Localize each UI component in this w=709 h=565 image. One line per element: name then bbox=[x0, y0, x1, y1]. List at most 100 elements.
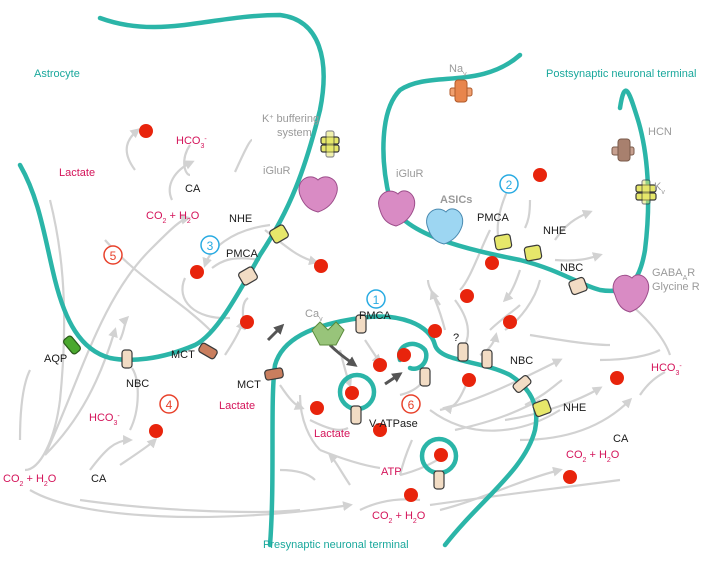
nbc-right-label: NBC bbox=[510, 355, 533, 367]
proton bbox=[373, 423, 387, 437]
proton bbox=[149, 424, 163, 438]
proton bbox=[462, 373, 476, 387]
vatpase-2 bbox=[419, 367, 431, 387]
pmca-pre-label: PMCA bbox=[359, 310, 391, 322]
ca-left-label: CA bbox=[91, 473, 107, 485]
mct-astro-label: MCT bbox=[171, 349, 195, 361]
pmca-post-transporter bbox=[493, 233, 513, 251]
iglur-astro-receptor bbox=[298, 176, 338, 213]
atp-label: ATP bbox=[381, 466, 402, 478]
proton bbox=[397, 348, 411, 362]
k-buffering-system-label: system bbox=[277, 127, 312, 139]
mct-astro-transporter bbox=[198, 342, 218, 360]
dark-arrows bbox=[266, 323, 403, 386]
proton bbox=[533, 168, 547, 182]
region-labels: Astrocyte Postsynaptic neuronal terminal… bbox=[34, 68, 696, 551]
proton bbox=[434, 448, 448, 462]
cav-label: Cav bbox=[305, 308, 323, 323]
asics-channel bbox=[426, 208, 464, 245]
vatpase-label: V-ATPase bbox=[369, 418, 418, 430]
number-2: 2 bbox=[506, 178, 513, 192]
proton bbox=[139, 124, 153, 138]
nhe-astro-transporter bbox=[269, 224, 289, 244]
hcn-label: HCN bbox=[648, 126, 672, 138]
co2-right-label: CO2 + H2O bbox=[566, 449, 620, 464]
postsynaptic-label: Postsynaptic neuronal terminal bbox=[546, 68, 696, 80]
proton bbox=[485, 256, 499, 270]
number-6: 6 bbox=[408, 398, 415, 412]
number-1: 1 bbox=[373, 293, 380, 307]
nbc-astro-transporter bbox=[121, 349, 133, 369]
number-5: 5 bbox=[110, 249, 117, 263]
proton bbox=[610, 371, 624, 385]
mct-pre-label: MCT bbox=[237, 379, 261, 391]
vatpase-3 bbox=[433, 470, 445, 490]
transporter-mid bbox=[481, 349, 493, 369]
k-buffering-channel bbox=[320, 130, 340, 158]
presynaptic-label: Presynaptic neuronal terminal bbox=[263, 539, 409, 551]
proton bbox=[240, 315, 254, 329]
number-markers: 1 2 3 4 5 6 bbox=[103, 174, 519, 414]
proton bbox=[563, 470, 577, 484]
aqp-channel bbox=[63, 335, 81, 355]
aqp-label: AQP bbox=[44, 353, 67, 365]
channels bbox=[63, 79, 657, 490]
membranes bbox=[17, 12, 651, 548]
postsynaptic-membrane bbox=[381, 52, 651, 294]
vatpase-1 bbox=[350, 405, 362, 425]
gabaar-receptor bbox=[612, 274, 650, 313]
co2-top-label: CO2 + H2O bbox=[146, 210, 200, 225]
proton bbox=[428, 324, 442, 338]
nbc-astro-label: NBC bbox=[126, 378, 149, 390]
astrocyte-label: Astrocyte bbox=[34, 68, 80, 80]
k-buffering-label: K+ buffering bbox=[262, 113, 319, 125]
lactate-top-label: Lactate bbox=[59, 167, 95, 179]
hco3-left-label: HCO3- bbox=[89, 412, 120, 427]
lactate-pre-label: Lactate bbox=[314, 428, 350, 440]
glycine-label: Glycine R bbox=[652, 281, 700, 293]
flow-arrows bbox=[18, 128, 672, 519]
proton bbox=[314, 259, 328, 273]
proton bbox=[503, 315, 517, 329]
proton bbox=[345, 386, 359, 400]
hco3-right-label: HCO3- bbox=[651, 362, 682, 377]
nbc-post-transporter bbox=[568, 276, 588, 296]
kv-label: Kv bbox=[654, 181, 665, 196]
number-4: 4 bbox=[166, 398, 173, 412]
pmca-pre-transporter bbox=[355, 314, 367, 334]
nhe-post-transporter bbox=[523, 244, 543, 262]
lactate-mid-label: Lactate bbox=[219, 400, 255, 412]
mct-pre-transporter bbox=[264, 367, 284, 381]
nhe-right-transporter bbox=[532, 398, 552, 418]
presynaptic-membrane bbox=[267, 314, 539, 548]
nav-channel bbox=[449, 79, 473, 103]
co2-bottom-label: CO2 + H2O bbox=[372, 510, 426, 525]
iglur-post-label: iGluR bbox=[396, 168, 424, 180]
hco3-top-label: HCO3- bbox=[176, 135, 207, 150]
pmca-post-label: PMCA bbox=[477, 212, 509, 224]
proton bbox=[373, 358, 387, 372]
cav-channel bbox=[311, 321, 345, 346]
question-transporter bbox=[457, 342, 469, 362]
proton bbox=[310, 401, 324, 415]
number-3: 3 bbox=[207, 239, 214, 253]
nhe-right-label: NHE bbox=[563, 402, 586, 414]
proton bbox=[404, 488, 418, 502]
iglur-astro-label: iGluR bbox=[263, 165, 291, 177]
kv-channel bbox=[635, 179, 657, 205]
asics-label: ASICs bbox=[440, 194, 472, 206]
nhe-astro-label: NHE bbox=[229, 213, 252, 225]
nhe-post-label: NHE bbox=[543, 225, 566, 237]
proton bbox=[190, 265, 204, 279]
ca-top-label: CA bbox=[185, 183, 201, 195]
nbc-right-transporter bbox=[512, 375, 532, 393]
nav-label: Nav bbox=[449, 63, 467, 78]
astrocyte-membrane bbox=[17, 12, 326, 363]
pmca-astro-label: PMCA bbox=[226, 248, 258, 260]
ca-right-label: CA bbox=[613, 433, 629, 445]
hcn-channel bbox=[611, 138, 635, 162]
proton bbox=[460, 289, 474, 303]
gabaar-label: GABAAR bbox=[652, 267, 695, 282]
